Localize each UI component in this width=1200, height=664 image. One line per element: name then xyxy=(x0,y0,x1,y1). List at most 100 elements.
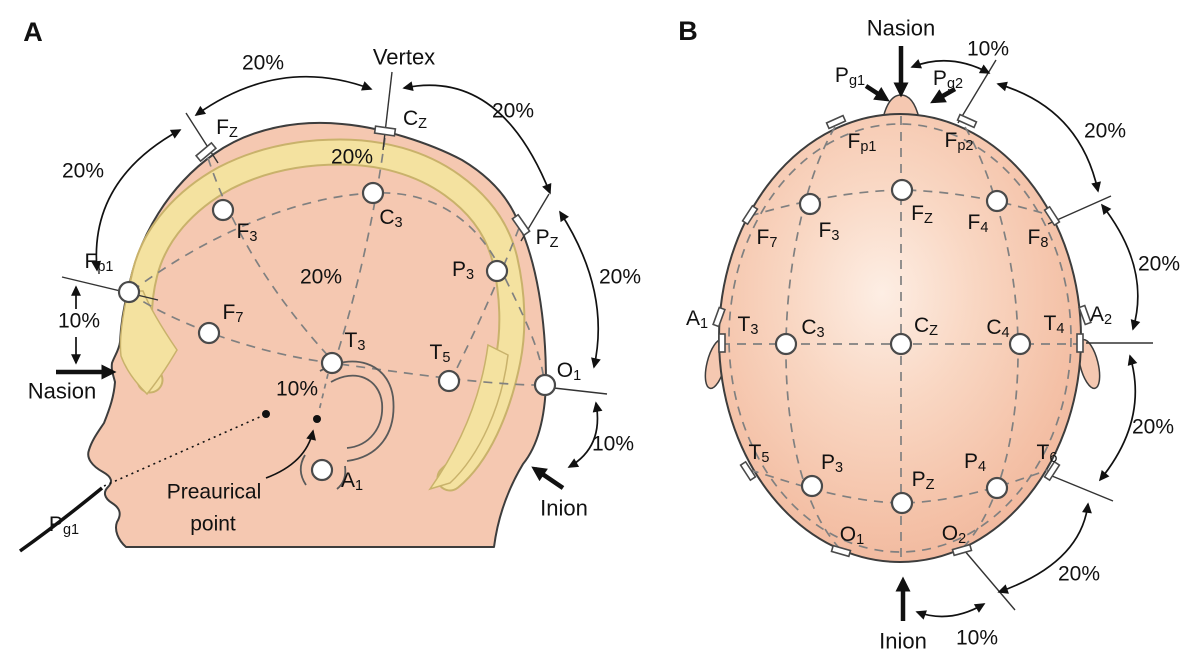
label-sub: 4 xyxy=(980,220,988,236)
percent-fz-cz: 20% xyxy=(242,52,284,75)
vertex-pointer-line xyxy=(382,71,393,151)
label-main: F xyxy=(1028,226,1041,249)
label-main: P xyxy=(49,513,63,536)
label-sub: 7 xyxy=(769,235,777,251)
electrode-dot-p4-b xyxy=(985,476,1009,500)
inion-label-b: Inion xyxy=(879,629,927,654)
percent-nasion-fp1: 10% xyxy=(58,310,100,333)
electrode-label-o1-a: O1 xyxy=(557,359,581,385)
panel-a-tag: A xyxy=(23,17,43,47)
arc-t4-t6 xyxy=(1098,354,1138,482)
label-sub: Z xyxy=(418,116,427,132)
label-main: F xyxy=(819,219,832,242)
label-main: T xyxy=(738,313,751,336)
electrode-label-f3-b: F3 xyxy=(819,219,840,245)
electrode-label-p3-b: P3 xyxy=(821,451,843,477)
radial-pz-line xyxy=(452,227,520,377)
electrode-label-pz-a: PZ xyxy=(536,226,559,252)
ear-outer-curve xyxy=(319,360,395,462)
electrode-label-cz-a: CZ xyxy=(403,107,427,133)
label-sub: 3 xyxy=(831,228,839,244)
label-sub: 3 xyxy=(750,322,758,338)
panel-b-top-view: B Nasion Inion 10% 20% 20% 20% 20% 10% P… xyxy=(678,16,1180,654)
label-sub: 1 xyxy=(856,532,864,548)
tick-t4-b xyxy=(1076,333,1084,353)
label-main: O xyxy=(840,523,856,546)
ear-inner-curve xyxy=(330,374,383,449)
label-sub: g1 xyxy=(63,522,79,538)
percent-fp2-f8: 20% xyxy=(1084,120,1126,143)
label-sub: 4 xyxy=(1002,325,1010,341)
label-main: F xyxy=(757,226,770,249)
label-main: T xyxy=(1044,312,1057,335)
arc-t6-o2 xyxy=(997,502,1092,594)
label-main: C xyxy=(986,316,1001,339)
electrode-label-p4-b: P4 xyxy=(964,450,986,476)
panel-b-tag: B xyxy=(678,16,698,46)
electrode-label-p3-a: P3 xyxy=(452,258,474,284)
t3-preauricular-line xyxy=(318,373,329,412)
electrode-dot-f4-b xyxy=(985,189,1009,213)
label-sub: 3 xyxy=(357,338,365,354)
label-sub: 3 xyxy=(466,267,474,283)
preaurical-label-line2: point xyxy=(190,513,236,536)
electrode-label-c4-b: C4 xyxy=(986,316,1009,342)
label-main: C xyxy=(403,107,418,130)
label-main: A xyxy=(1090,303,1104,326)
label-sub: Z xyxy=(229,125,238,141)
label-sub: Z xyxy=(929,323,938,339)
label-main: C xyxy=(914,314,929,337)
electrode-label-a2-b: A2 xyxy=(1090,303,1112,329)
label-main: F xyxy=(945,129,958,152)
label-main: F xyxy=(911,202,924,225)
fp1-reference-line xyxy=(61,276,159,301)
label-sub: 1 xyxy=(700,316,708,332)
tick-o2-b xyxy=(951,543,973,557)
tick-t3-b xyxy=(718,333,726,353)
electrode-label-t3-b: T3 xyxy=(738,313,759,339)
tick-t6-b xyxy=(1043,460,1061,482)
electrode-label-f4-b: F4 xyxy=(968,211,989,237)
label-main: F xyxy=(216,116,229,139)
label-sub: g2 xyxy=(947,76,963,92)
electrode-label-c3-a: C3 xyxy=(379,206,402,232)
electrode-dot-f3 xyxy=(211,198,235,222)
percent-t4-t6: 20% xyxy=(1132,416,1174,439)
percent-o1-inion: 10% xyxy=(592,433,634,456)
nose-preauricular-dotted-line xyxy=(103,415,263,487)
label-main: F xyxy=(237,220,250,243)
label-sub: p1 xyxy=(860,139,876,155)
arc-pz-o1 xyxy=(559,210,601,369)
label-main: O xyxy=(557,359,573,382)
electrode-label-cz-b: CZ xyxy=(914,314,938,340)
label-sub: 5 xyxy=(442,350,450,366)
label-sub: 3 xyxy=(395,215,403,231)
tick-cz xyxy=(373,125,397,137)
inion-arrow xyxy=(531,466,565,490)
pg1-curve xyxy=(18,486,104,553)
pg1-arrow xyxy=(864,84,890,102)
label-sub: 4 xyxy=(978,459,986,475)
fz-reference-line xyxy=(185,112,219,164)
label-main: F xyxy=(85,250,98,273)
tick-f8-b xyxy=(1043,205,1061,227)
label-sub: p1 xyxy=(97,259,113,275)
electrode-label-fz-b: FZ xyxy=(911,202,933,228)
tick-o1-b xyxy=(830,544,852,558)
label-main: P xyxy=(933,67,947,90)
radial-fz-line xyxy=(207,157,332,360)
electrode-label-t3-a: T3 xyxy=(345,329,366,355)
label-main: P xyxy=(821,451,835,474)
measure-band-back-wedge xyxy=(428,343,509,491)
arc-cz-pz xyxy=(402,81,552,195)
arc-fp2-f8 xyxy=(996,81,1101,193)
label-sub: 3 xyxy=(835,460,843,476)
label-main: C xyxy=(379,206,394,229)
label-sub: 7 xyxy=(235,310,243,326)
nasion-label: Nasion xyxy=(28,379,96,404)
label-main: P xyxy=(912,468,926,491)
electrode-dot-t5 xyxy=(437,369,461,393)
electrode-label-fp1-a: Fp1 xyxy=(85,250,114,276)
